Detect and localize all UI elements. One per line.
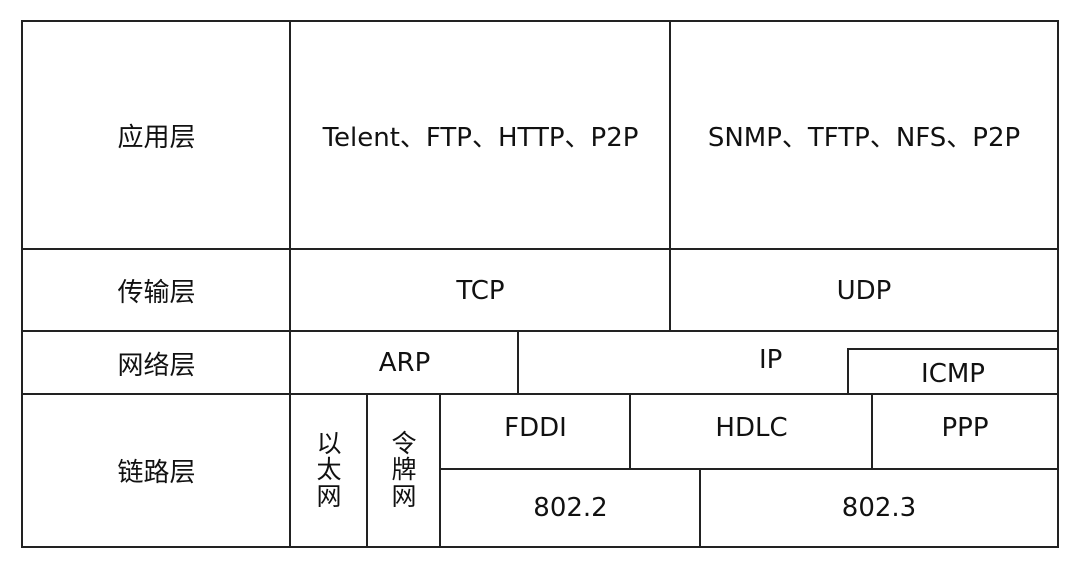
ieee-802-2-cell: 802.2 (439, 468, 702, 548)
ethernet-cell: 以 太 网 (289, 393, 369, 548)
ethernet-char: 太 (316, 455, 342, 485)
token-ring-cell: 令 牌 网 (366, 393, 442, 548)
ethernet-char: 以 (316, 429, 342, 459)
token-ring-char: 牌 (391, 455, 417, 485)
token-ring-char: 网 (391, 481, 417, 511)
hdlc-cell: HDLC (629, 393, 874, 471)
tcp-cell: TCP (289, 248, 672, 333)
transport-layer-label: 传输层 (21, 248, 292, 333)
application-protocols-udp: SNMP、TFTP、NFS、P2P (669, 20, 1059, 251)
token-ring-char: 令 (391, 429, 417, 459)
network-layer-label: 网络层 (21, 330, 292, 396)
ppp-cell: PPP (871, 393, 1059, 471)
fddi-cell: FDDI (439, 393, 632, 471)
icmp-cell: ICMP (847, 348, 1059, 396)
link-layer-label: 链路层 (21, 393, 292, 548)
udp-cell: UDP (669, 248, 1059, 333)
ieee-802-3-cell: 802.3 (699, 468, 1059, 548)
ethernet-char: 网 (316, 481, 342, 511)
application-layer-label: 应用层 (21, 20, 292, 251)
application-protocols-tcp: Telent、FTP、HTTP、P2P (289, 20, 672, 251)
arp-cell: ARP (289, 330, 520, 396)
